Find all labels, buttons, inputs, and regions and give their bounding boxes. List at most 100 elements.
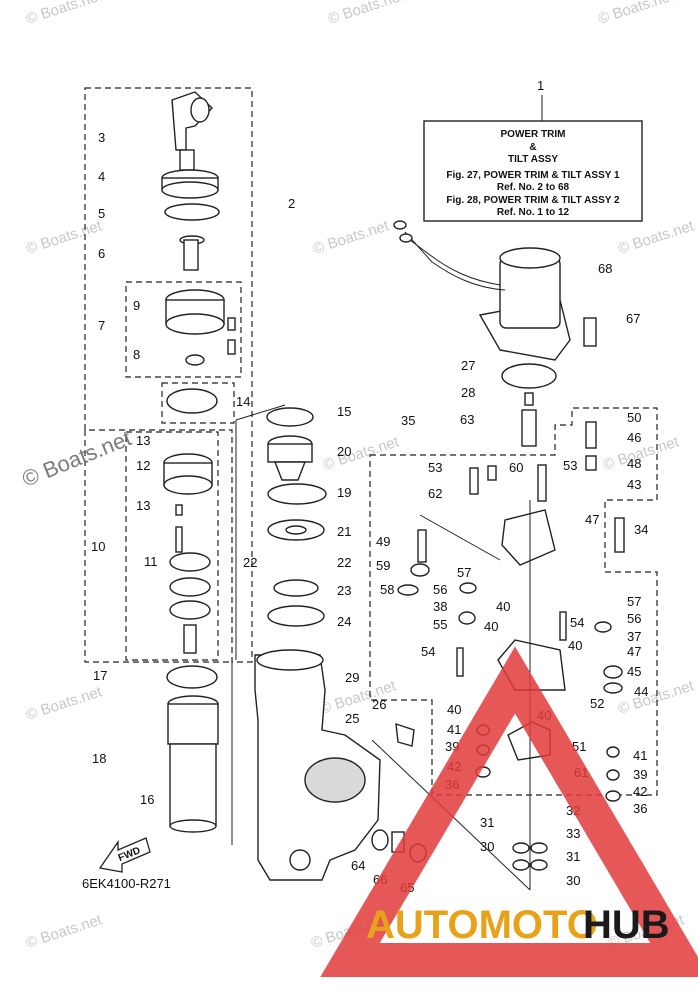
- callout-52: 52: [590, 696, 604, 711]
- title-line-1: POWER TRIM: [501, 129, 566, 140]
- callout-19: 19: [337, 485, 351, 500]
- callout-64: 64: [351, 858, 365, 873]
- callout-34: 34: [634, 522, 648, 537]
- callout-53: 53: [563, 458, 577, 473]
- title-line-6: Fig. 28, POWER TRIM & TILT ASSY 2: [446, 195, 620, 206]
- side-watermark: © Boats.net: [19, 425, 135, 491]
- callout-3: 3: [98, 130, 105, 145]
- callout-31: 31: [480, 815, 494, 830]
- callout-24: 24: [337, 614, 351, 629]
- title-line-2: &: [529, 142, 536, 153]
- callout-22: 22: [243, 555, 257, 570]
- callout-23: 23: [337, 583, 351, 598]
- callout-49: 49: [376, 534, 390, 549]
- callout-28: 28: [461, 385, 475, 400]
- callout-43: 43: [627, 477, 641, 492]
- watermark-text: © Boats.net: [321, 433, 402, 474]
- watermark-text: © Boats.net: [24, 683, 105, 724]
- callout-25: 25: [345, 711, 359, 726]
- callout-11: 11: [144, 554, 158, 569]
- callout-30: 30: [480, 839, 494, 854]
- callout-35: 35: [401, 413, 415, 428]
- callout-47: 47: [585, 512, 599, 527]
- fwd-arrow-icon: FWD: [98, 837, 151, 873]
- drawing-code: 6EK4100-R271: [82, 876, 171, 891]
- callout-27: 27: [461, 358, 475, 373]
- callout-39: 39: [633, 767, 647, 782]
- title-line-3: TILT ASSY: [508, 154, 558, 165]
- callout-29: 29: [345, 670, 359, 685]
- callout-57: 57: [627, 594, 641, 609]
- watermark-text: © Boats.net: [616, 677, 697, 718]
- callout-42: 42: [633, 784, 647, 799]
- callout-46: 46: [627, 430, 641, 445]
- watermark-text: © Boats.net: [326, 0, 407, 28]
- callout-12: 12: [136, 458, 150, 473]
- brand-part2: HUB: [583, 903, 670, 947]
- callout-40: 40: [496, 599, 510, 614]
- callout-21: 21: [337, 524, 351, 539]
- callout-9: 9: [133, 298, 140, 313]
- callout-17: 17: [93, 668, 107, 683]
- callout-30: 30: [566, 873, 580, 888]
- callout-7: 7: [98, 318, 105, 333]
- callout-41: 41: [447, 722, 461, 737]
- callout-5: 5: [98, 206, 105, 221]
- callout-47: 47: [627, 644, 641, 659]
- callout-33: 33: [566, 826, 580, 841]
- callout-13: 13: [136, 498, 150, 513]
- callout-15: 15: [337, 404, 351, 419]
- callout-54: 54: [570, 615, 584, 630]
- watermark-text: © Boats.net: [596, 0, 677, 28]
- watermark-text: © Boats.net: [616, 217, 697, 258]
- callout-40: 40: [568, 638, 582, 653]
- callout-54: 54: [421, 644, 435, 659]
- watermark-text: © Boats.net: [24, 0, 105, 28]
- callout-59: 59: [376, 558, 390, 573]
- callout-48: 48: [627, 456, 641, 471]
- callout-56: 56: [627, 611, 641, 626]
- brand-part1: AUTOMOTO: [366, 903, 598, 947]
- callout-40: 40: [447, 702, 461, 717]
- callout-26: 26: [372, 697, 386, 712]
- callout-56: 56: [433, 582, 447, 597]
- callout-13: 13: [136, 433, 150, 448]
- automotohub-logo: AUTOMOTO HUB: [320, 646, 698, 977]
- callout-63: 63: [460, 412, 474, 427]
- callout-50: 50: [627, 410, 641, 425]
- callout-60: 60: [509, 460, 523, 475]
- callout-1: 1: [537, 78, 544, 93]
- callout-4: 4: [98, 169, 105, 184]
- callout-2: 2: [288, 196, 295, 211]
- callout-37: 37: [627, 629, 641, 644]
- title-line-4: Fig. 27, POWER TRIM & TILT ASSY 1: [446, 170, 620, 181]
- callout-8: 8: [133, 347, 140, 362]
- title-line-5: Ref. No. 2 to 68: [497, 182, 570, 193]
- callout-58: 58: [380, 582, 394, 597]
- callout-6: 6: [98, 246, 105, 261]
- watermark-text: © Boats.net: [24, 911, 105, 952]
- callout-22: 22: [337, 555, 351, 570]
- callout-55: 55: [433, 617, 447, 632]
- watermark-text: © Boats.net: [24, 217, 105, 258]
- callout-53: 53: [428, 460, 442, 475]
- callout-31: 31: [566, 849, 580, 864]
- callout-10: 10: [91, 539, 105, 554]
- callout-45: 45: [627, 664, 641, 679]
- callout-68: 68: [598, 261, 612, 276]
- callout-14: 14: [236, 394, 250, 409]
- callout-40: 40: [484, 619, 498, 634]
- callout-16: 16: [140, 792, 154, 807]
- title-line-7: Ref. No. 1 to 12: [497, 207, 570, 218]
- callout-36: 36: [633, 801, 647, 816]
- callout-57: 57: [457, 565, 471, 580]
- callout-20: 20: [337, 444, 351, 459]
- callout-38: 38: [433, 599, 447, 614]
- watermark-text: © Boats.net: [311, 217, 392, 258]
- callout-18: 18: [92, 751, 106, 766]
- callout-67: 67: [626, 311, 640, 326]
- callout-41: 41: [633, 748, 647, 763]
- callout-62: 62: [428, 486, 442, 501]
- title-box: POWER TRIM & TILT ASSY Fig. 27, POWER TR…: [423, 95, 643, 222]
